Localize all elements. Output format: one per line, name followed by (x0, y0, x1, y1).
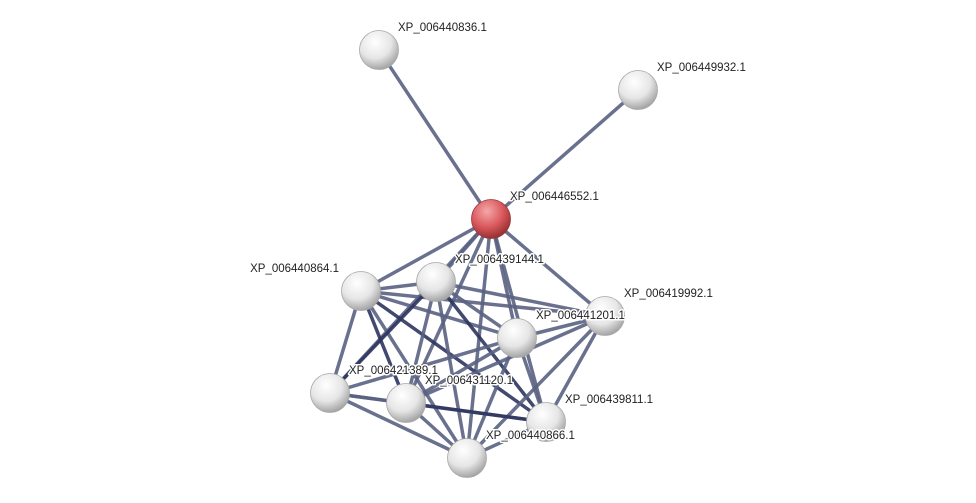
protein-node[interactable] (526, 402, 566, 442)
protein-node[interactable] (359, 30, 399, 70)
node-label: XP_006421389.1 (349, 365, 438, 377)
edge-n8-n11[interactable] (328, 391, 469, 460)
edge-n4-n9[interactable] (359, 289, 408, 405)
protein-node[interactable] (310, 373, 350, 413)
edge-n3-n4[interactable] (359, 217, 493, 293)
edge-n4-n7[interactable] (359, 289, 519, 340)
node-label: XP_006446552.1 (510, 191, 599, 203)
node-label: XP_006440866.1 (486, 430, 575, 442)
protein-node[interactable] (386, 383, 426, 423)
node-label: XP_006431120.1 (425, 375, 513, 387)
edge-n5-n8[interactable] (328, 280, 438, 395)
protein-node[interactable] (447, 438, 487, 478)
node-label: XP_006440864.1 (250, 263, 339, 275)
edge-n9-n10[interactable] (404, 401, 548, 424)
node-label: XP_006440836.1 (398, 22, 487, 34)
edge-n6-n9[interactable] (404, 314, 607, 405)
node-label: XP_006439144.1 (455, 254, 544, 266)
edge-n5-n11[interactable] (434, 280, 469, 460)
node-label: XP_006439811.1 (565, 394, 653, 406)
edge-n3-n6[interactable] (489, 217, 607, 318)
node-label: XP_006419992.1 (624, 288, 713, 300)
edge-n7-n8[interactable] (328, 336, 519, 395)
node-label: XP_006441201.1 (536, 310, 625, 322)
protein-node[interactable] (416, 262, 456, 302)
protein-node[interactable] (585, 296, 625, 336)
label-layer: XP_006440836.1XP_006449932.1XP_006446552… (249, 21, 748, 444)
protein-node[interactable] (618, 70, 658, 110)
edge-n3-n9[interactable] (404, 217, 493, 405)
protein-node[interactable] (497, 318, 537, 358)
edge-n5-n6[interactable] (434, 280, 607, 318)
edge-n2-n3[interactable] (489, 88, 640, 221)
edge-n5-n9[interactable] (404, 280, 438, 405)
edge-n6-n10[interactable] (544, 314, 607, 424)
node-layer (310, 30, 658, 478)
edge-n4-n6[interactable] (359, 289, 607, 318)
edge-n1-n3[interactable] (377, 48, 493, 221)
edge-n7-n11[interactable] (465, 336, 519, 460)
query-protein-node[interactable] (471, 199, 511, 239)
protein-node[interactable] (341, 271, 381, 311)
edge-n6-n11[interactable] (465, 314, 607, 460)
edge-n7-n9[interactable] (404, 336, 519, 405)
node-label: XP_006449932.1 (657, 62, 746, 74)
